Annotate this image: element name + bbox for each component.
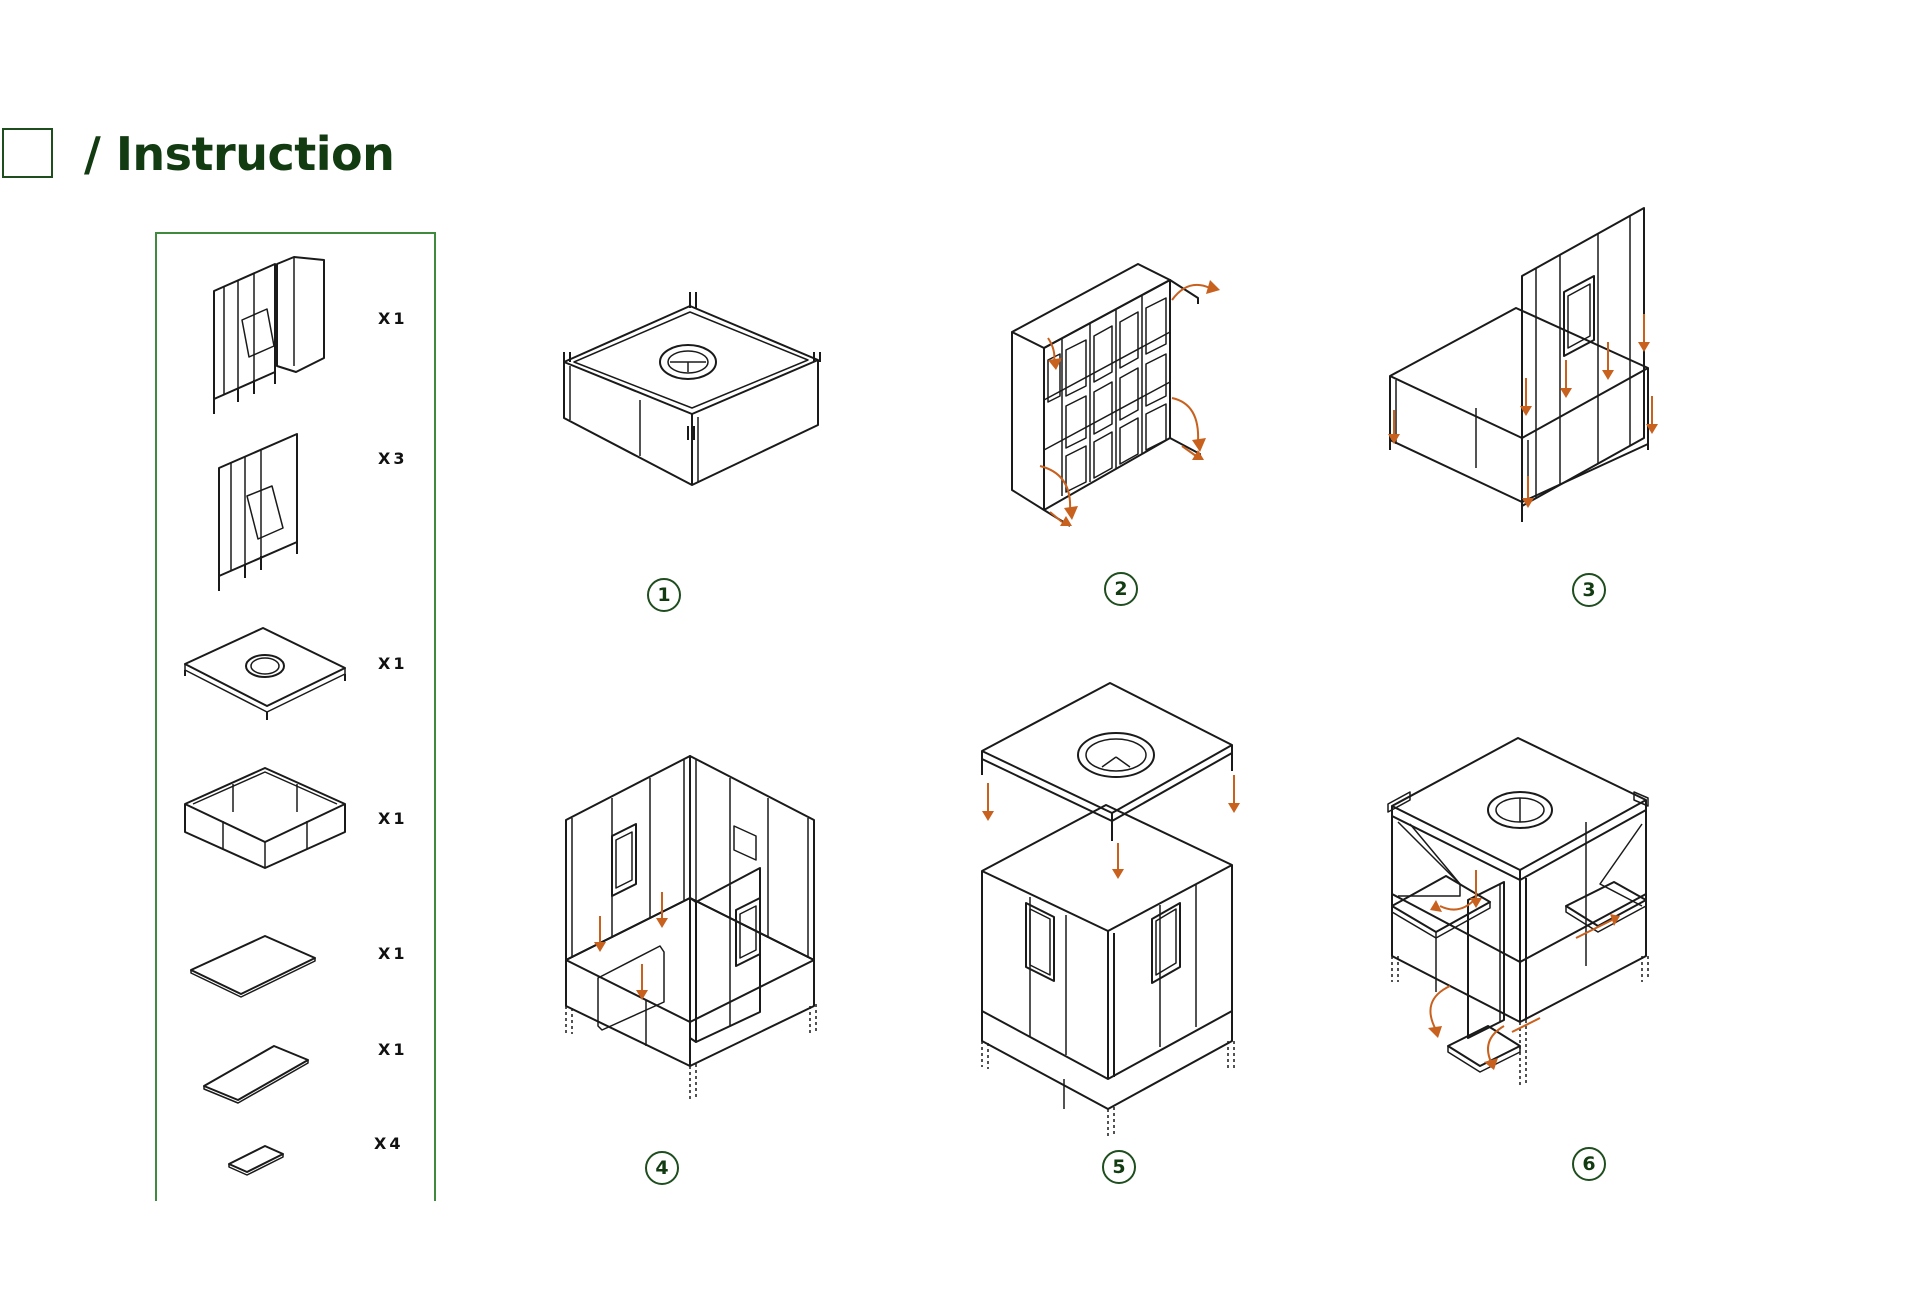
parts-list-panel: X1 X3 X1 xyxy=(155,232,436,1201)
part-item: X3 xyxy=(157,424,434,591)
roof-panel-icon xyxy=(184,627,346,720)
part-item: X1 xyxy=(157,924,434,1014)
step-number-badge: 6 xyxy=(1572,1147,1606,1181)
medium-board-icon xyxy=(203,1045,309,1104)
lower-roof-icon xyxy=(981,682,1240,1137)
step-number-badge: 4 xyxy=(645,1151,679,1185)
part-quantity: X3 xyxy=(378,449,408,468)
step-number-badge: 5 xyxy=(1102,1150,1136,1184)
part-quantity: X1 xyxy=(378,654,408,673)
part-item: X1 xyxy=(157,1034,434,1114)
small-board-icon xyxy=(228,1145,284,1176)
part-quantity: X1 xyxy=(378,944,408,963)
page-title: / Instruction xyxy=(84,127,395,181)
step-6: 6 xyxy=(1380,730,1680,1200)
part-item: X4 xyxy=(157,1134,434,1194)
part-item: X1 xyxy=(157,614,434,724)
wall-panel-with-window-icon xyxy=(218,433,298,591)
wall-panel-with-door-icon xyxy=(213,256,325,414)
part-item: X1 xyxy=(157,754,434,874)
step-2: 2 xyxy=(1000,260,1250,620)
base-assembly-icon xyxy=(563,292,821,486)
insert-wall-into-base-icon xyxy=(1388,207,1658,522)
part-quantity: X1 xyxy=(378,809,408,828)
part-quantity: X1 xyxy=(378,309,408,328)
large-board-icon xyxy=(190,935,316,998)
step-number-badge: 1 xyxy=(647,578,681,612)
step-3: 3 xyxy=(1380,200,1680,620)
part-item: X1 xyxy=(157,254,434,414)
step-4: 4 xyxy=(560,750,830,1200)
part-quantity: X4 xyxy=(374,1134,404,1153)
step-number-badge: 2 xyxy=(1104,572,1138,606)
step-5: 5 xyxy=(970,675,1250,1200)
fold-wall-panel-icon xyxy=(1011,263,1220,527)
step-1: 1 xyxy=(560,280,830,620)
attach-walls-icon xyxy=(565,755,817,1102)
step-number-badge: 3 xyxy=(1572,573,1606,607)
header-square-marker xyxy=(2,128,53,178)
base-frame-icon xyxy=(184,767,346,869)
part-quantity: X1 xyxy=(378,1040,408,1059)
fold-out-shelves-icon xyxy=(1387,737,1649,1088)
